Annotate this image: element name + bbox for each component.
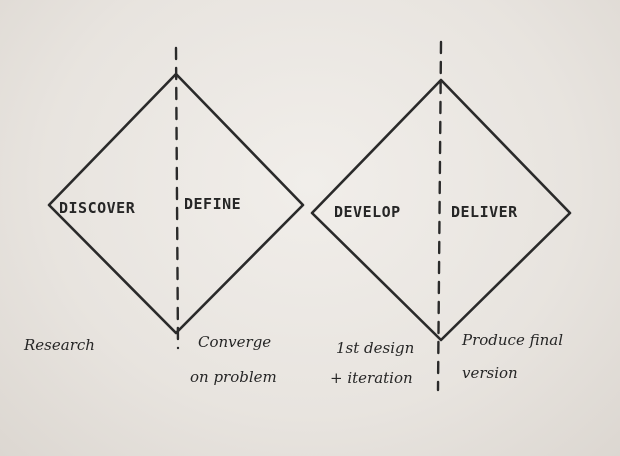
- label-deliver: DELIVER: [451, 203, 518, 221]
- note-design-line2: + iteration: [330, 369, 413, 387]
- note-converge-line1: Converge: [198, 333, 271, 351]
- note-design-line1: 1st design: [336, 339, 414, 357]
- note-research: Research: [23, 336, 95, 354]
- diamond-right: [310, 78, 572, 342]
- note-converge-line2: on problem: [190, 368, 277, 386]
- label-define: DEFINE: [184, 195, 241, 213]
- divider-right: [436, 40, 443, 392]
- note-produce-line1: Produce final: [461, 331, 563, 349]
- label-discover: DISCOVER: [59, 199, 136, 217]
- divider-left: [174, 46, 180, 350]
- label-develop: DEVELOP: [334, 203, 401, 221]
- note-produce-line2: version: [462, 364, 518, 382]
- diamond-left: [47, 72, 305, 335]
